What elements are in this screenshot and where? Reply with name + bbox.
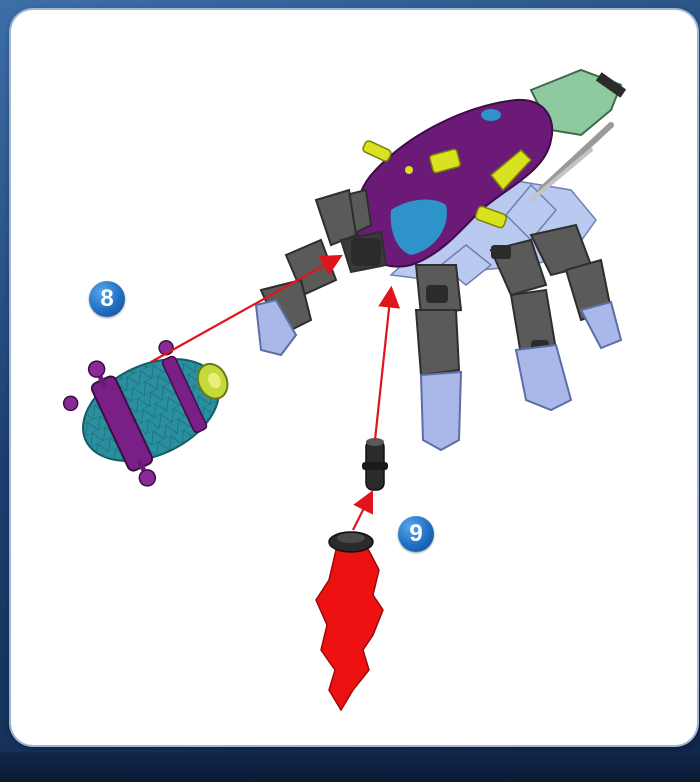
step-9-badge: 9 — [398, 516, 434, 552]
spider-robot-icon — [256, 70, 626, 450]
arrow-flame-to-connector — [353, 494, 371, 530]
arrow-connector-to-body — [375, 290, 391, 440]
bottom-bar — [0, 752, 700, 782]
assembly-illustration — [11, 10, 697, 745]
step-8-badge: 8 — [89, 281, 125, 317]
pod-capsule-icon — [52, 314, 254, 504]
flame-piece-icon — [316, 532, 383, 710]
instruction-panel: 8 9 — [11, 10, 697, 745]
black-connector-icon — [362, 438, 388, 490]
arrow-pod-to-body — [151, 257, 339, 362]
